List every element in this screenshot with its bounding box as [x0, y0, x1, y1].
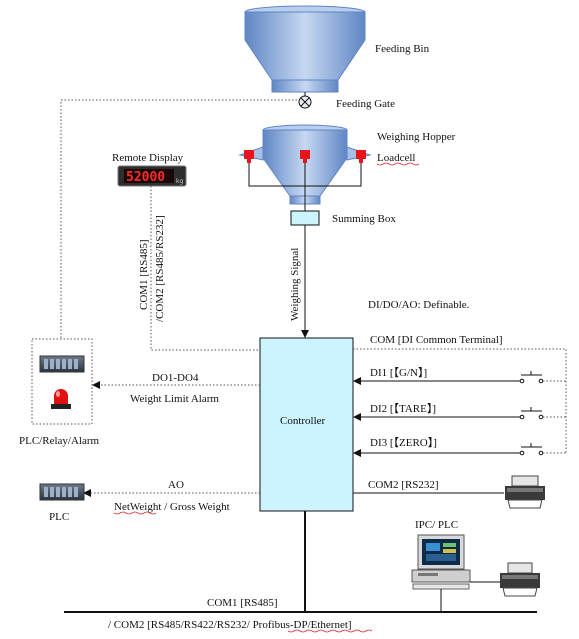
- switch-icon: [519, 407, 566, 420]
- controller-box: [259, 337, 354, 512]
- com-di-common-label: COM [DI Common Terminal]: [370, 334, 503, 346]
- summing-box-label: Summing Box: [332, 213, 396, 225]
- ao-label: AO: [168, 479, 184, 491]
- com1-rs485-vertical-label: COM1 [RS485]: [138, 239, 150, 310]
- feeding-gate-icon: [298, 95, 312, 109]
- di-do-ao-label: DI/DO/AO: Definable.: [368, 299, 470, 311]
- loadcell-icon: [244, 150, 366, 163]
- di2-label: DI2 [【TARE】]: [370, 402, 436, 415]
- plc-rack-icon: [39, 355, 85, 373]
- net-gross-label: NetWeight / Gross Weight: [114, 501, 230, 513]
- remote-display-icon: 52000 kg: [117, 165, 187, 187]
- plc-label: PLC: [49, 511, 69, 523]
- display-unit: kg: [176, 178, 183, 185]
- feeding-bin: [244, 5, 366, 93]
- summing-box: [290, 210, 320, 226]
- com1-rs485-bus-label: COM1 [RS485]: [207, 597, 278, 609]
- plc-relay-alarm-box: [31, 338, 93, 425]
- feeding-bin-label: Feeding Bin: [375, 43, 430, 55]
- display-value: 52000: [126, 170, 165, 185]
- loadcell-label: Loadcell: [377, 152, 415, 164]
- com2-vertical-label: /COM2 [RS485/RS232]: [154, 215, 166, 322]
- com2-bus-label: / COM2 [RS485/RS422/RS232/ Profibus-DP/E…: [108, 619, 352, 631]
- feeding-gate-label: Feeding Gate: [336, 98, 395, 110]
- weight-limit-alarm-label: Weight Limit Alarm: [130, 393, 219, 405]
- switch-icon: [519, 371, 566, 384]
- computer-icon: [411, 534, 471, 590]
- plc-rack-icon: [39, 483, 85, 501]
- di1-label: DI1 [【G/N】]: [370, 366, 427, 379]
- printer-icon: [500, 562, 540, 597]
- com2-rs232-label: COM2 [RS232]: [368, 479, 439, 491]
- ipc-plc-label: IPC/ PLC: [415, 519, 458, 531]
- switch-icon: [519, 443, 566, 456]
- di3-label: DI3 [【ZERO】]: [370, 436, 437, 449]
- controller-label: Controller: [280, 415, 326, 427]
- do1-do4-label: DO1-DO4: [152, 372, 199, 384]
- printer-icon: [505, 475, 545, 509]
- weighing-hopper-label: Weighing Hopper: [377, 131, 456, 143]
- plc-relay-alarm-label: PLC/Relay/Alarm: [19, 435, 99, 447]
- remote-display-label: Remote Display: [112, 152, 184, 164]
- alarm-lamp-icon: [51, 389, 71, 409]
- weighing-signal-label: Weighing Signal: [289, 248, 301, 321]
